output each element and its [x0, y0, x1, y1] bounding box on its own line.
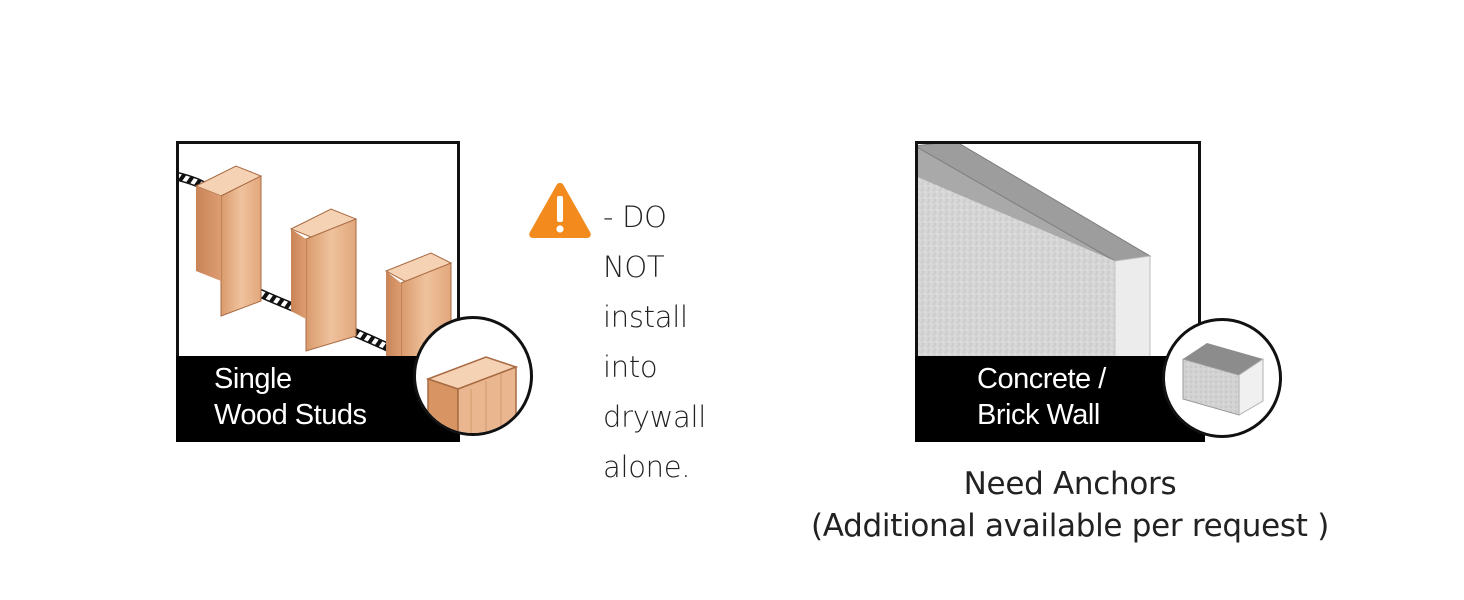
wood-stud-icon	[413, 316, 533, 436]
wood-studs-illustration	[179, 165, 453, 392]
concrete-label-line1: Concrete /	[977, 363, 1106, 395]
wood-studs-label: Single Wood Studs	[176, 356, 460, 442]
anchors-line1: Need Anchors	[963, 466, 1177, 502]
wood-stud-2	[289, 208, 358, 352]
warning-line2: into drywall alone.	[603, 350, 706, 484]
anchors-line2: (Additional available per request )	[811, 508, 1329, 544]
anchors-note: Need Anchors (Additional available per r…	[800, 463, 1340, 547]
concrete-label-line2: Brick Wall	[977, 399, 1100, 431]
wood-studs-label-line1: Single	[214, 363, 292, 395]
concrete-label: Concrete / Brick Wall	[915, 356, 1205, 442]
warning-text: - DO NOT install into drywall alone.	[603, 192, 706, 492]
concrete-block-icon	[1162, 318, 1282, 438]
warning-triangle-icon	[529, 183, 591, 238]
wood-stud-1	[194, 165, 263, 317]
wood-studs-label-line2: Wood Studs	[214, 399, 367, 431]
warning-line1: - DO NOT install	[603, 200, 688, 334]
